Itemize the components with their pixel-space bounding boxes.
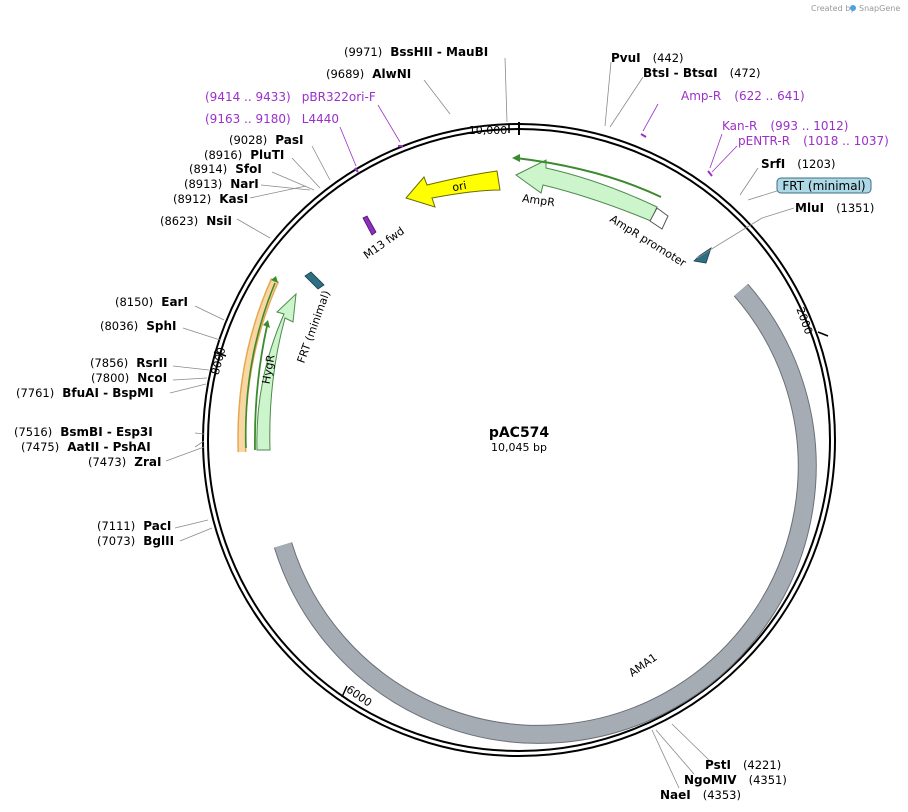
frt-box-text: FRT (minimal) bbox=[782, 179, 865, 193]
frt-box-label[interactable]: FRT (minimal) bbox=[776, 177, 872, 194]
site-btsi[interactable]: BtsI - BtsαI(472) bbox=[643, 66, 761, 80]
site-ncoi[interactable]: (7800)NcoI bbox=[91, 371, 167, 385]
hygr-label: HygR bbox=[260, 353, 278, 385]
ampr-green-arrow bbox=[515, 157, 662, 198]
feature-frt-right[interactable] bbox=[693, 247, 712, 264]
feature-hygr[interactable]: HygR FRT (minimal) bbox=[256, 289, 333, 451]
site-nsii[interactable]: (8623)NsiI bbox=[160, 214, 232, 228]
plasmid-name: pAC574 bbox=[489, 425, 550, 441]
frt-box bbox=[776, 177, 872, 194]
site-srfi[interactable]: SrfI(1203) bbox=[761, 157, 836, 171]
frt-inner-label: FRT (minimal) bbox=[295, 289, 333, 365]
tick-mark-2000 bbox=[817, 331, 829, 337]
site-aatii[interactable]: (7475)AatII - PshAI bbox=[21, 440, 151, 454]
primer-pentr-r[interactable]: pENTR-R (1018 .. 1037) bbox=[738, 130, 889, 149]
site-pvui[interactable]: PvuI(442) bbox=[611, 51, 684, 65]
primer-amp-r[interactable]: Amp-R (622 .. 641) bbox=[681, 85, 805, 104]
site-pluti[interactable]: (8916)PluTI bbox=[204, 148, 284, 162]
tick-mark-6000 bbox=[341, 685, 348, 698]
primer-kan-r[interactable]: Kan-R (993 .. 1012) bbox=[722, 115, 848, 134]
site-rsrii[interactable]: (7856)RsrII bbox=[90, 356, 167, 370]
site-sfoi[interactable]: (8914)SfoI bbox=[189, 162, 262, 176]
site-kasi[interactable]: (8912)KasI bbox=[173, 192, 248, 206]
primer-marker-l4440 bbox=[354, 167, 359, 173]
site-bglii[interactable]: (7073)BglII bbox=[97, 534, 174, 548]
site-leaders bbox=[165, 57, 795, 789]
primer-markers bbox=[354, 133, 713, 177]
site-paci[interactable]: (7111)PacI bbox=[97, 519, 171, 533]
site-mlui[interactable]: MluI(1351) bbox=[795, 201, 874, 215]
m13-fwd-label: M13 fwd bbox=[361, 224, 407, 261]
site-eari[interactable]: (8150)EarI bbox=[115, 295, 188, 309]
primer-labels: (9414 .. 9433) pBR322ori-F (9163 .. 9180… bbox=[205, 85, 889, 173]
credit-brand: SnapGene bbox=[859, 4, 900, 13]
site-naei[interactable]: NaeI(4353) bbox=[660, 788, 741, 802]
credit-text: Created by bbox=[811, 4, 855, 13]
plasmid-length: 10,045 bp bbox=[491, 441, 547, 454]
feature-green-arrow[interactable] bbox=[254, 320, 270, 451]
primer-l4440[interactable]: (9163 .. 9180) L4440 bbox=[205, 108, 339, 127]
tick-label-2000: 2000 bbox=[793, 305, 815, 336]
feature-ama1[interactable]: AMA1 bbox=[273, 283, 817, 744]
tick-label-8000: 8000 bbox=[209, 346, 229, 376]
site-pasi[interactable]: (9028)PasI bbox=[229, 133, 303, 147]
plasmid-title: pAC574 10,045 bp bbox=[489, 425, 550, 454]
primer-marker-kan-r bbox=[707, 170, 713, 177]
site-labels: (9971)BssHII - MauBI (9689)AlwNI (9028)P… bbox=[14, 45, 874, 802]
site-ngomiv[interactable]: NgoMIV(4351) bbox=[684, 773, 787, 787]
feature-orange-arrow[interactable] bbox=[237, 276, 280, 453]
primer-pbr322ori-f[interactable]: (9414 .. 9433) pBR322ori-F bbox=[205, 86, 376, 105]
site-alwni[interactable]: (9689)AlwNI bbox=[326, 67, 411, 81]
ampr-promoter-label: AmpR promoter bbox=[607, 212, 688, 270]
site-psti[interactable]: PstI(4221) bbox=[705, 758, 781, 772]
tick-label-10000: 10,000 bbox=[469, 124, 508, 137]
snapgene-credit: Created by SnapGene bbox=[811, 4, 900, 13]
feature-m13-fwd[interactable]: M13 fwd bbox=[361, 215, 407, 262]
ama1-label: AMA1 bbox=[626, 651, 659, 680]
site-bfuai[interactable]: (7761)BfuAI - BspMI bbox=[16, 386, 154, 400]
ori-label: ori bbox=[451, 179, 467, 194]
snapgene-logo-icon bbox=[850, 5, 856, 11]
feature-ori[interactable]: ori bbox=[405, 170, 501, 208]
primer-marker-amp-r bbox=[640, 133, 647, 138]
site-bsshii[interactable]: (9971)BssHII - MauBI bbox=[344, 45, 488, 59]
feature-frt-left[interactable] bbox=[304, 271, 325, 290]
site-sphi[interactable]: (8036)SphI bbox=[100, 319, 177, 333]
site-zrai[interactable]: (7473)ZraI bbox=[88, 455, 161, 469]
ampr-label: AmpR bbox=[521, 192, 556, 209]
site-nari[interactable]: (8913)NarI bbox=[184, 177, 259, 191]
site-bsmbi[interactable]: (7516)BsmBI - Esp3I bbox=[14, 425, 153, 439]
feature-ampr[interactable]: AmpR AmpR promoter bbox=[512, 154, 689, 270]
ampr-promoter-arrow bbox=[649, 207, 669, 230]
tick-mark-8000 bbox=[213, 351, 227, 357]
